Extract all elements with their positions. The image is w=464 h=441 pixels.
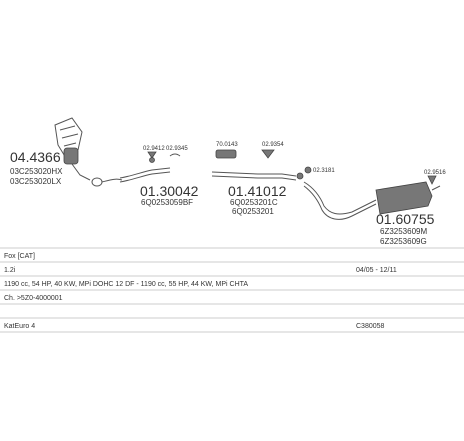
rear-silencer-part-number: 01.60755: [376, 211, 435, 227]
rear-silencer-fitting-2-number: 02.9516: [424, 170, 446, 176]
rear-silencer[interactable]: [303, 181, 441, 220]
middle-pipe-fitting-1[interactable]: [215, 149, 237, 159]
table-row-euro: KatEuro 4: [4, 323, 35, 330]
table-row-date-range: 04/05 - 12/11: [356, 267, 397, 274]
table-row-chassis: Ch. >5Z0-4000001: [4, 295, 63, 302]
rear-silencer-code-2: 6Z3253609G: [380, 237, 427, 246]
table-row-specs: 1190 cc, 54 HP, 40 KW, MPi DOHC 12 DF - …: [4, 281, 248, 288]
front-pipe-fitting-2[interactable]: [169, 153, 181, 157]
catalyst-code-1: 03C253020HX: [10, 167, 63, 176]
rear-silencer-fitting-1-number: 02.3181: [313, 168, 335, 174]
rear-silencer-fitting-1[interactable]: [304, 166, 312, 174]
table-row-code: C380058: [356, 323, 385, 330]
info-table: Fox [CAT] 1.2i 04/05 - 12/11 1190 cc, 54…: [0, 247, 464, 333]
catalyst-assembly[interactable]: [54, 117, 123, 187]
front-pipe-fitting-1[interactable]: [147, 151, 157, 163]
front-pipe-fitting-2-number: 02.9345: [166, 146, 188, 152]
catalyst-code-2: 03C253020LX: [10, 177, 62, 186]
front-pipe[interactable]: [119, 167, 171, 183]
front-pipe-fitting-1-number: 02.9412: [143, 146, 165, 152]
middle-pipe-code-2: 6Q0253201: [232, 207, 274, 216]
rear-silencer-code-1: 6Z3253609M: [380, 227, 427, 236]
front-pipe-code: 6Q0253059BF: [141, 198, 193, 207]
rear-silencer-fitting-2[interactable]: [427, 175, 437, 185]
middle-pipe-fitting-2-number: 02.9354: [262, 142, 284, 148]
table-row-fox: Fox [CAT]: [4, 253, 35, 260]
front-pipe-part-number: 01.30042: [140, 183, 199, 199]
catalyst-part-number: 04.4366: [10, 149, 61, 165]
table-row-engine: 1.2i: [4, 267, 16, 274]
middle-pipe-code-1: 6Q0253201C: [230, 198, 278, 207]
middle-pipe-part-number: 01.41012: [228, 183, 287, 199]
middle-pipe-fitting-1-number: 70.0143: [216, 142, 238, 148]
middle-pipe-fitting-2[interactable]: [261, 149, 275, 159]
middle-pipe[interactable]: [211, 171, 304, 181]
